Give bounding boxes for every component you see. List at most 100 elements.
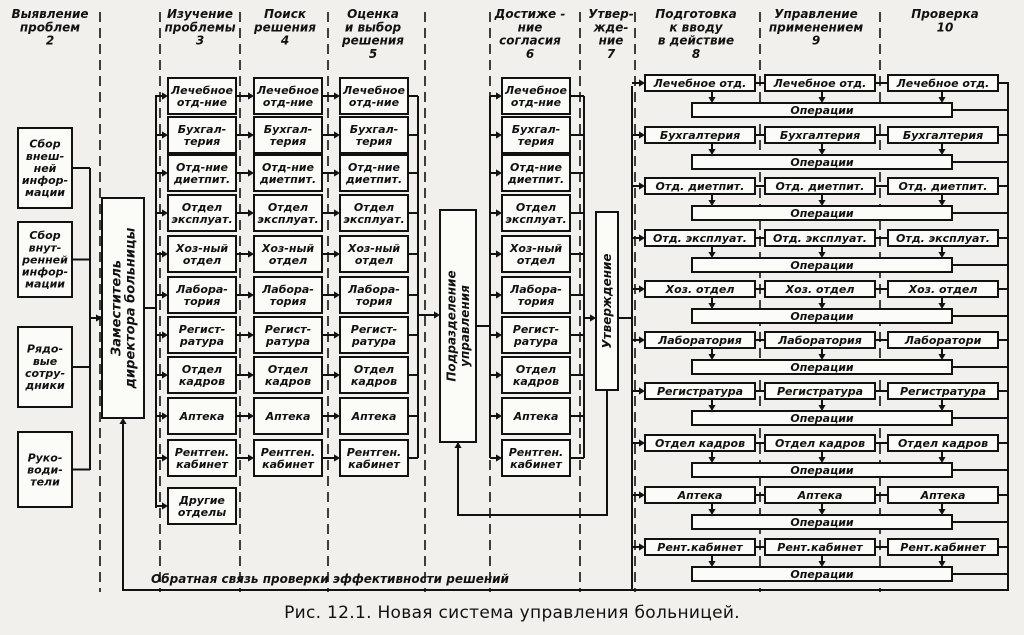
col10-department-label-10: Рент.кабинет xyxy=(900,541,986,554)
operations-label-10: Операции xyxy=(790,568,854,581)
col9-department-label-4: Отд. эксплуат. xyxy=(773,232,867,245)
col8-ops-arrow-10 xyxy=(708,561,716,567)
col3-next-arrow-1 xyxy=(248,92,254,100)
col5-department-label-9: Аптека xyxy=(351,410,397,423)
col10-department-label-1: Лечебное отд. xyxy=(896,77,990,90)
col8-department-label-2: Бухгалтерия xyxy=(660,129,740,142)
col8-ops-arrow-5 xyxy=(708,303,716,309)
col10-ops-arrow-8 xyxy=(938,457,946,463)
col10-department-label-8: Отдел кадров xyxy=(898,437,988,450)
col6-arrow-5 xyxy=(496,250,502,258)
col9-ops-arrow-8 xyxy=(818,457,826,463)
operations-label-3: Операции xyxy=(790,207,854,220)
col4-next-arrow-4 xyxy=(334,209,340,217)
col3-next-arrow-10 xyxy=(248,454,254,462)
col10-ops-arrow-6 xyxy=(938,354,946,360)
col8-ops-arrow-2 xyxy=(708,149,716,155)
col10-ops-arrow-4 xyxy=(938,252,946,258)
operations-label-5: Операции xyxy=(790,310,854,323)
col4-next-arrow-1 xyxy=(334,92,340,100)
col3-arrow-6 xyxy=(162,291,168,299)
deputy-director-label: Заместительдиректора больницы xyxy=(109,227,138,389)
col8-ops-arrow-9 xyxy=(708,509,716,515)
col5-department-label-6: Лабора-тория xyxy=(347,283,400,308)
col3-arrow-4 xyxy=(162,209,168,217)
column-number-5: 5 xyxy=(369,47,377,61)
col3-arrow-1 xyxy=(162,92,168,100)
col8-department-label-6: Лаборатория xyxy=(657,334,742,347)
col4-next-arrow-9 xyxy=(334,412,340,420)
col8-arrow-1 xyxy=(639,79,645,87)
col3-department-box-11 xyxy=(167,487,237,525)
col6-department-box-7 xyxy=(501,316,571,354)
col8-department-label-9: Аптека xyxy=(677,489,723,502)
col5-department-label-2: Бухгал-терия xyxy=(350,123,398,148)
col10-ops-arrow-2 xyxy=(938,149,946,155)
col8-ops-arrow-1 xyxy=(708,97,716,103)
operations-label-9: Операции xyxy=(790,516,854,529)
col8-arrow-5 xyxy=(639,285,645,293)
col6-department-label-7: Регист-ратура xyxy=(513,323,559,348)
col3-arrow-11 xyxy=(162,502,168,510)
col3-department-label-6: Лабора-тория xyxy=(175,283,228,308)
col5-mgmt-arrow xyxy=(434,311,440,319)
col9-department-label-2: Бухгалтерия xyxy=(780,129,860,142)
source-label-4: Руко-води-тели xyxy=(27,451,63,488)
feedback-label: Обратная связь проверки эффективности ре… xyxy=(151,572,509,586)
col4-next-arrow-6 xyxy=(334,291,340,299)
col4-department-box-3 xyxy=(253,154,323,192)
col3-arrow-7 xyxy=(162,331,168,339)
return-arrow xyxy=(454,442,462,448)
operations-label-1: Операции xyxy=(790,104,854,117)
col6-arrow-9 xyxy=(496,412,502,420)
col9-ops-arrow-9 xyxy=(818,509,826,515)
col4-department-label-9: Аптека xyxy=(265,410,311,423)
col3-next-arrow-8 xyxy=(248,371,254,379)
col5-department-box-7 xyxy=(339,316,409,354)
col10-ops-arrow-5 xyxy=(938,303,946,309)
sources-arrow xyxy=(96,314,102,322)
col4-department-label-10: Рентген.кабинет xyxy=(261,446,315,471)
col3-next-arrow-4 xyxy=(248,209,254,217)
col4-department-label-6: Лабора-тория xyxy=(261,283,314,308)
column-number-9: 9 xyxy=(812,34,820,48)
col6-department-label-2: Бухгал-терия xyxy=(512,123,560,148)
col9-department-label-5: Хоз. отдел xyxy=(785,283,855,296)
col8-ops-arrow-8 xyxy=(708,457,716,463)
col10-ops-arrow-10 xyxy=(938,561,946,567)
feedback-loop-line xyxy=(122,90,1009,591)
col4-department-box-9 xyxy=(253,397,323,435)
col4-department-box-4 xyxy=(253,194,323,232)
column-number-6: 6 xyxy=(526,47,534,61)
col9-ops-arrow-5 xyxy=(818,303,826,309)
management-unit-box xyxy=(439,209,477,443)
source-box-2 xyxy=(17,221,73,298)
col10-department-label-7: Регистратура xyxy=(900,385,986,398)
col8-ops-arrow-7 xyxy=(708,405,716,411)
col4-department-box-6 xyxy=(253,276,323,314)
col4-department-box-7 xyxy=(253,316,323,354)
col3-next-arrow-2 xyxy=(248,131,254,139)
col4-next-arrow-2 xyxy=(334,131,340,139)
column-number-10: 10 xyxy=(937,20,954,34)
col8-arrow-7 xyxy=(639,387,645,395)
col8-arrow-4 xyxy=(639,234,645,242)
col8-department-label-3: Отд. диетпит. xyxy=(656,180,745,193)
col8-department-label-10: Рент.кабинет xyxy=(657,541,743,554)
col9-ops-arrow-4 xyxy=(818,252,826,258)
col9-ops-arrow-3 xyxy=(818,200,826,206)
